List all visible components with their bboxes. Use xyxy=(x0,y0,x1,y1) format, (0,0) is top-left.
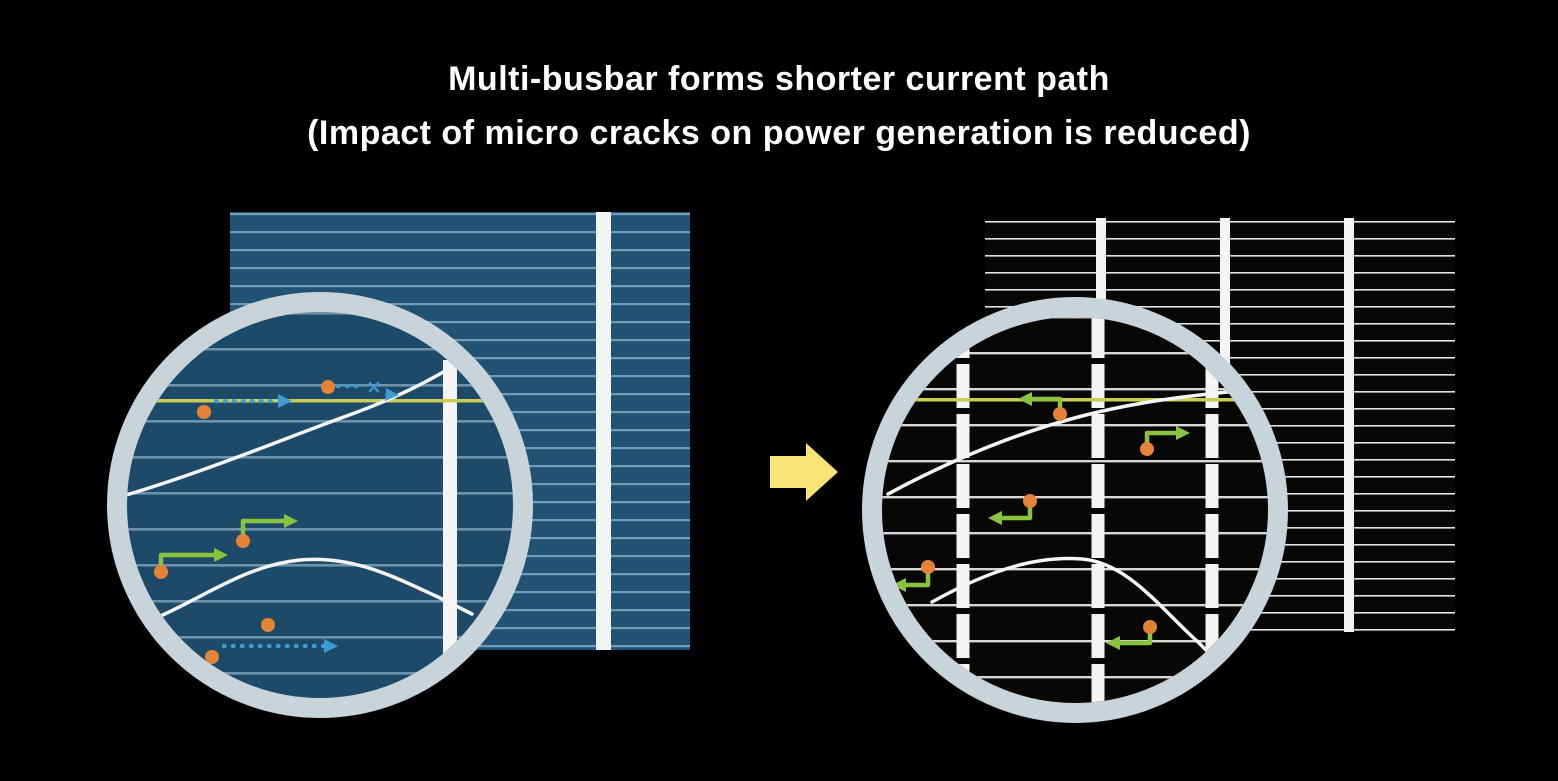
arrowhead-icon xyxy=(278,394,292,408)
arrowhead-icon xyxy=(988,511,1002,525)
magnifier-ring xyxy=(862,297,1288,723)
magnifier-ring xyxy=(107,292,533,718)
transition-arrow-icon xyxy=(770,443,838,501)
electron-dot xyxy=(154,565,168,579)
busbar xyxy=(1344,218,1354,632)
diagram-title: Multi-busbar forms shorter current path … xyxy=(0,52,1558,160)
micro-crack xyxy=(886,389,1240,496)
micro-crack xyxy=(127,557,474,632)
electron-dot xyxy=(1023,494,1037,508)
left-magnifier: × xyxy=(107,292,533,718)
highlighted-finger-line xyxy=(882,398,1268,402)
title-line-2: (Impact of micro cracks on power generat… xyxy=(307,114,1251,152)
micro-crack xyxy=(930,556,1218,662)
arrowhead-icon xyxy=(214,548,228,562)
arrowhead-icon xyxy=(284,514,298,528)
blocked-path-marker: × xyxy=(366,376,382,398)
electron-dot xyxy=(236,534,250,548)
left-magnifier-content: × xyxy=(127,312,513,698)
short-current-path xyxy=(240,518,289,543)
finger-lines-zoomed xyxy=(882,317,1268,703)
arrowhead-icon xyxy=(1106,636,1120,650)
arrowhead-icon xyxy=(1018,392,1032,406)
right-magnifier xyxy=(862,297,1288,723)
electron-dot xyxy=(261,618,275,632)
electron-dot xyxy=(197,405,211,419)
title-line-1: Multi-busbar forms shorter current path xyxy=(448,60,1110,98)
electron-dot xyxy=(921,560,935,574)
highlighted-finger-line xyxy=(127,399,513,403)
electron-dot xyxy=(321,380,335,394)
arrowhead-icon xyxy=(1176,426,1190,440)
right-magnifier-content xyxy=(882,317,1268,703)
arrowhead-icon xyxy=(385,388,399,401)
busbar xyxy=(596,212,611,650)
electron-dot xyxy=(205,650,219,664)
arrowhead-icon xyxy=(892,578,906,592)
arrowhead-icon xyxy=(324,639,338,653)
busbar-zoomed xyxy=(443,360,457,698)
electron-dot xyxy=(1053,407,1067,421)
electron-dot xyxy=(1140,442,1154,456)
electron-dot xyxy=(1143,620,1157,634)
